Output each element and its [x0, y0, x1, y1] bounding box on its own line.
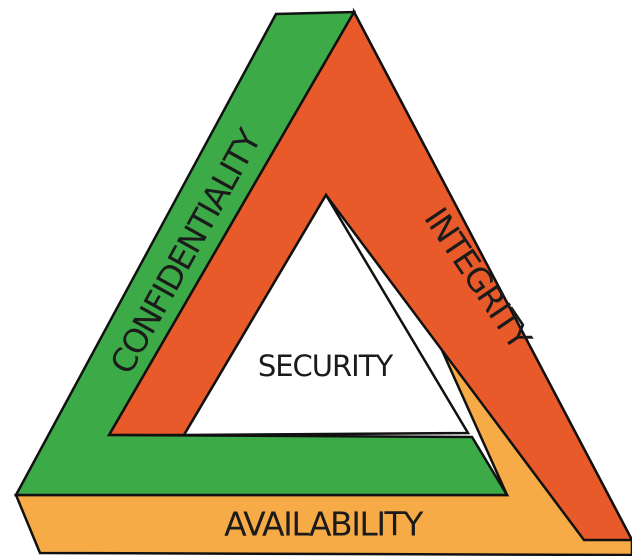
- confidentiality-band: [13, 10, 510, 497]
- availability-label: AVAILABILITY: [224, 505, 424, 544]
- inner-triangle: [181, 192, 471, 437]
- security-label: SECURITY: [258, 349, 394, 383]
